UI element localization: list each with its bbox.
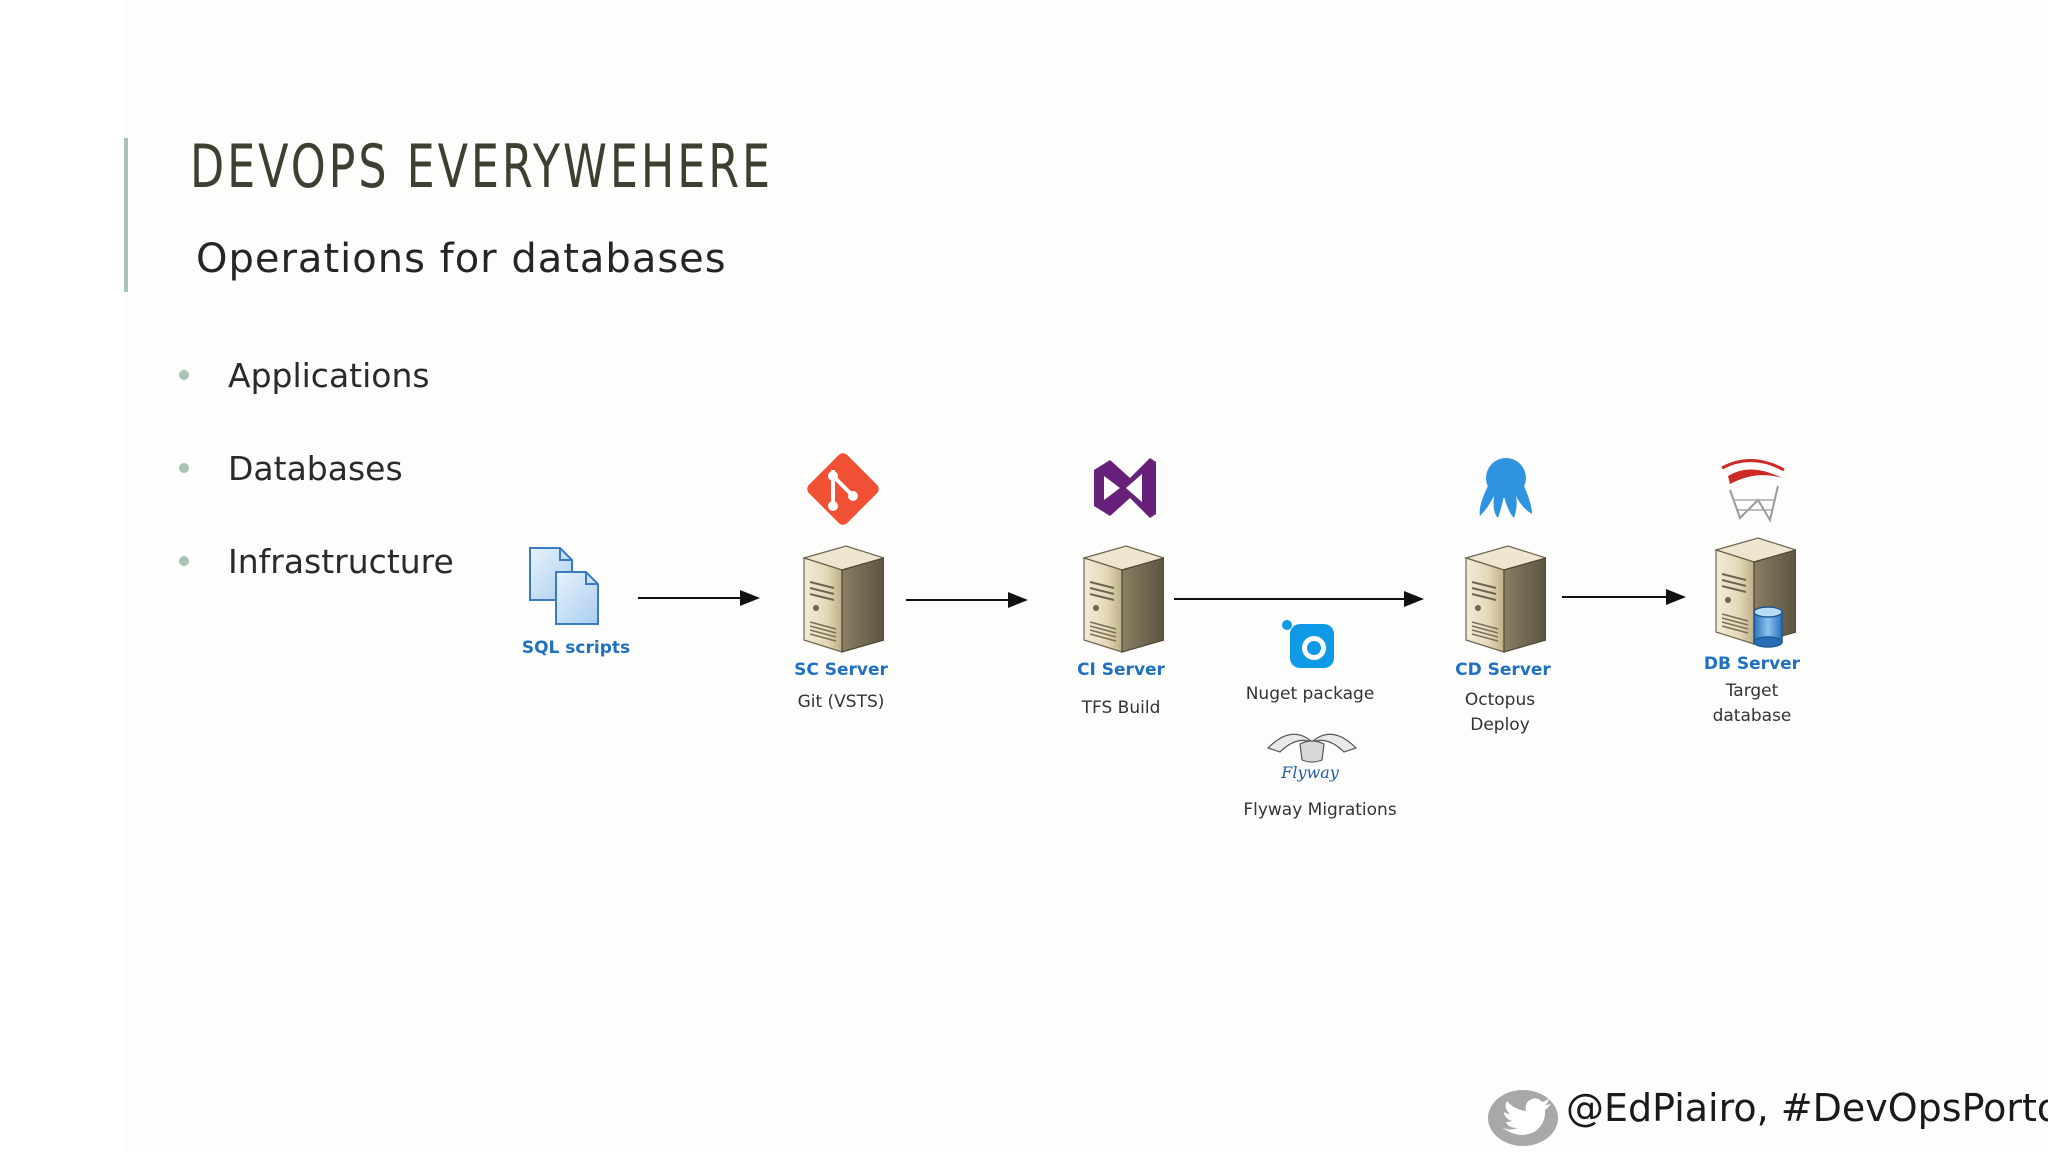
cd-server-title: CD Server <box>1455 660 1551 680</box>
ci-server-detail: TFS Build <box>1081 698 1161 718</box>
cd-server-detail-line2: Deploy <box>1470 715 1530 735</box>
sc-server-icon <box>803 545 884 653</box>
flyway-migrations-label: Flyway Migrations <box>1243 800 1397 820</box>
db-server-detail-line2: database <box>1712 706 1792 726</box>
sql-scripts-label: SQL scripts <box>521 638 631 658</box>
bullet-item-databases: Databases <box>176 443 454 536</box>
sql-scripts-icon <box>529 547 599 625</box>
title-accent-bar <box>124 138 128 292</box>
bullet-item-applications: Applications <box>176 350 454 443</box>
bullet-label: Infrastructure <box>228 542 454 581</box>
footer-handle: @EdPiairo, #DevOpsPorto <box>1566 1086 2048 1130</box>
slide-subtitle: Operations for databases <box>196 236 727 282</box>
bullet-dot <box>179 370 189 380</box>
flyway-logo-icon: Flyway <box>1266 733 1358 782</box>
sc-server-detail: Git (VSTS) <box>797 692 885 712</box>
db-server-detail-line1: Target <box>1725 681 1779 701</box>
octopus-icon <box>1479 458 1532 518</box>
slide-title: DEVOPS EVERYWEHERE <box>190 132 774 202</box>
bullet-item-infrastructure: Infrastructure <box>176 536 454 629</box>
nuget-package-label: Nuget package <box>1245 684 1375 704</box>
bullet-list: Applications Databases Infrastructure <box>176 350 454 629</box>
twitter-icon <box>1488 1090 1558 1146</box>
flyway-logo-text: Flyway <box>1280 763 1339 782</box>
bullet-dot <box>179 556 189 566</box>
nuget-icon <box>1282 620 1334 668</box>
bullet-label: Applications <box>228 356 430 395</box>
ci-server-title: CI Server <box>1077 660 1165 680</box>
bullet-dot <box>179 463 189 473</box>
db-server-title: DB Server <box>1703 654 1801 674</box>
database-cylinder-icon <box>1753 606 1783 648</box>
visual-studio-icon <box>1094 458 1156 518</box>
cd-server-icon <box>1465 545 1546 653</box>
git-icon <box>807 453 879 525</box>
sql-server-icon <box>1721 458 1785 523</box>
cd-server-detail-line1: Octopus <box>1464 690 1536 710</box>
bullet-label: Databases <box>228 449 403 488</box>
sc-server-title: SC Server <box>794 660 888 680</box>
ci-server-icon <box>1083 545 1164 653</box>
